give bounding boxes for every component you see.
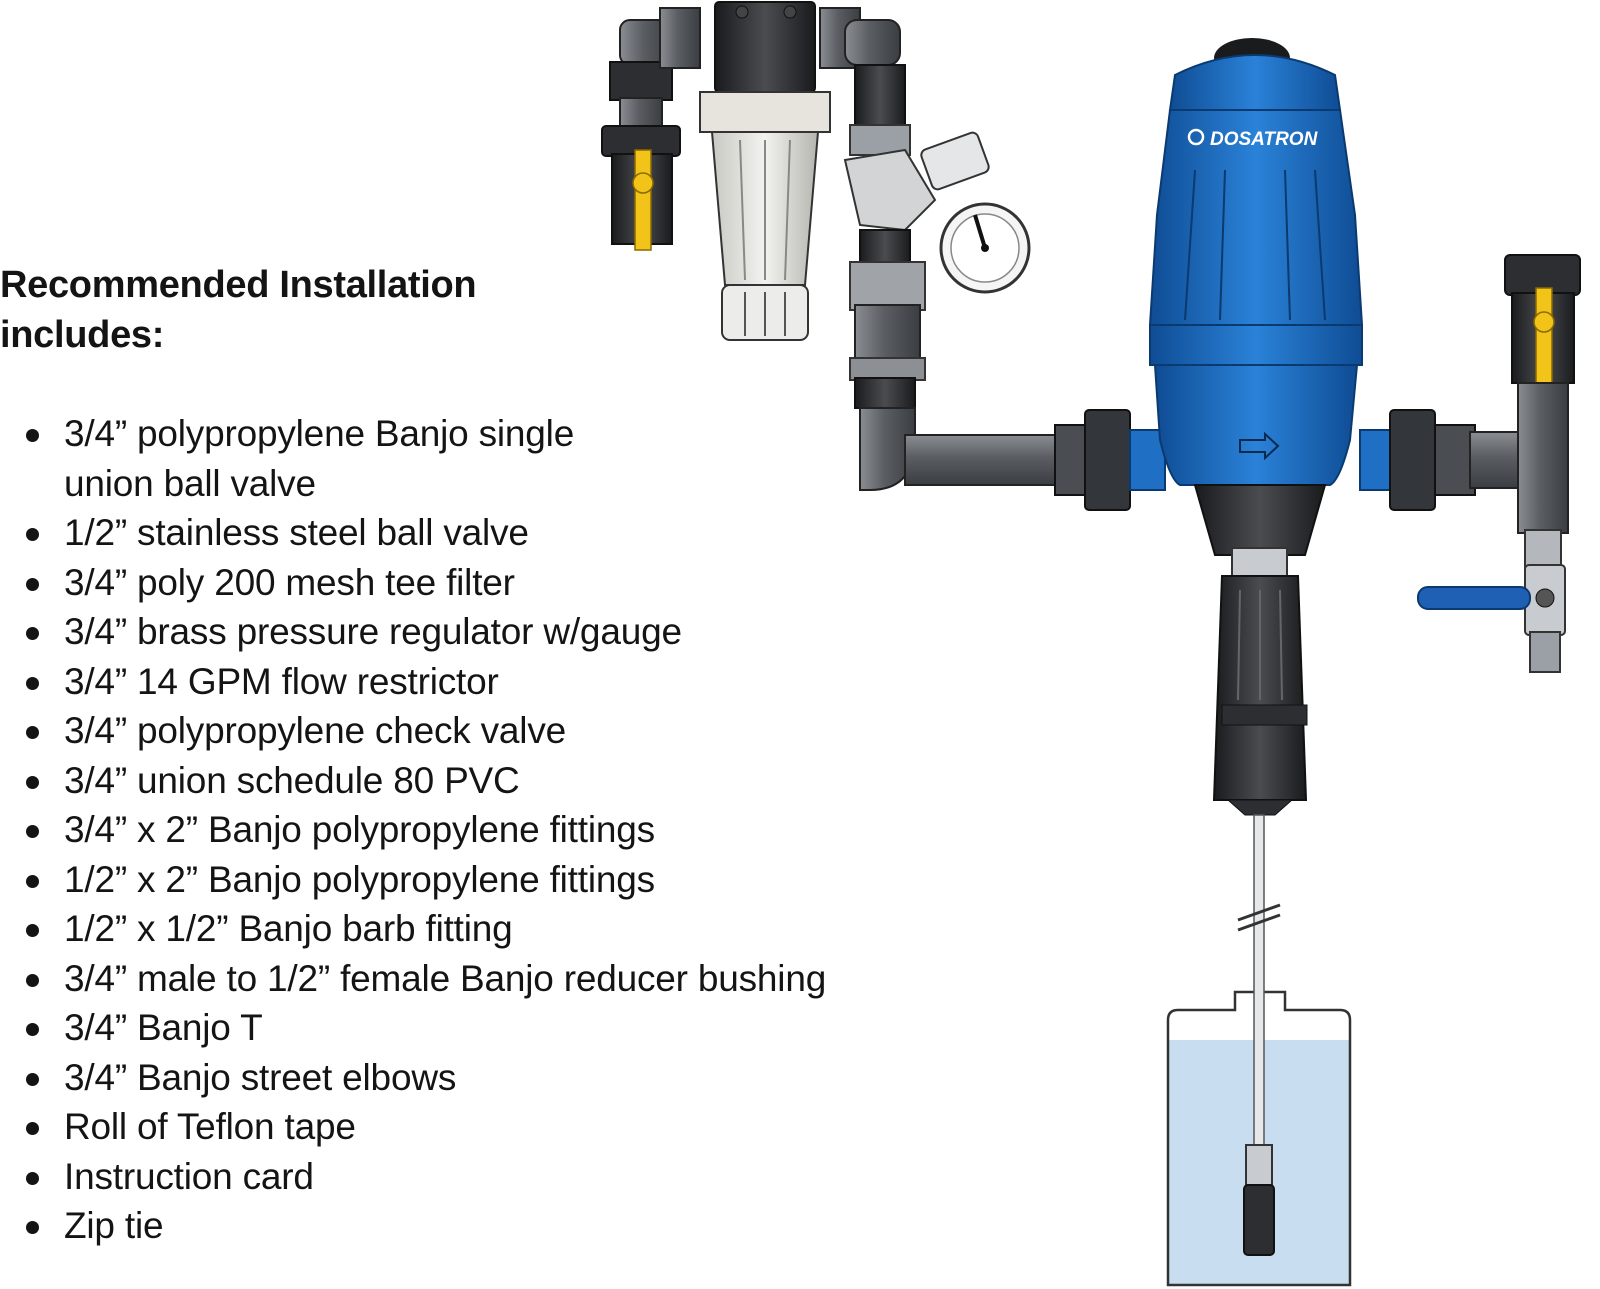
parts-list-item-text: 3/4” polypropylene check valve [64, 710, 567, 751]
suction-tube [1237, 814, 1281, 1256]
parts-list-item-text: 3/4” 14 GPM flow restrictor [64, 660, 499, 702]
main-line-left [904, 409, 1166, 511]
parts-list-item: 1/2” x 2” Banjo polypropylene fittings [0, 855, 960, 905]
parts-list-item-text: Roll of Teflon tape [64, 1106, 356, 1147]
brand-logo-icon [1187, 128, 1205, 146]
parts-list-item: 3/4” polypropylene Banjo single union bal… [0, 409, 960, 508]
parts-list-item: 3/4” Banjo street elbows [0, 1053, 960, 1103]
parts-list-item: 3/4” 14 GPM flow restrictor [0, 657, 960, 707]
barb-fitting [1529, 631, 1561, 673]
parts-list-item-text: 3/4” Banjo street elbows [64, 1056, 457, 1098]
parts-list-item-text: 3/4” x 2” Banjo polypropylene fittings [64, 809, 655, 850]
parts-list-item: 3/4” Banjo T [0, 1003, 960, 1053]
blue-handle-icon [1417, 586, 1531, 610]
union-nut [1389, 409, 1436, 511]
parts-list-item-text: 3/4” polypropylene Banjo single [64, 413, 575, 454]
parts-list-item: 3/4” union schedule 80 PVC [0, 756, 960, 806]
strainer-icon [1243, 1184, 1275, 1256]
yellow-handle-icon [634, 149, 652, 251]
check-valve [854, 377, 916, 491]
parts-list-item: 3/4” male to 1/2” female Banjo reducer b… [0, 954, 960, 1004]
dosatron-pump: DOSATRON [1148, 38, 1364, 486]
parts-list-item-text: union ball valve [64, 462, 316, 504]
parts-list-item-text: Zip tie [64, 1205, 164, 1246]
parts-list-item-text: 1/2” stainless steel ball valve [64, 512, 529, 553]
included-parts-panel: Recommended Installation includes: 3/4” … [0, 260, 960, 1251]
union-nut [1084, 409, 1131, 511]
brand-label: DOSATRON [1210, 129, 1319, 150]
parts-list-item: Instruction card [0, 1152, 960, 1202]
parts-list-item: 1/2” stainless steel ball valve [0, 508, 960, 558]
pressure-gauge [939, 202, 1031, 294]
parts-list-item-text: 3/4” brass pressure regulator w/gauge [64, 611, 682, 652]
heading: Recommended Installation includes: [0, 260, 960, 360]
dosing-unit [1193, 484, 1327, 816]
pressure-regulator [843, 64, 990, 271]
parts-list-item: 1/2” x 1/2” Banjo barb fitting [0, 904, 960, 954]
parts-list-item-text: 1/2” x 2” Banjo polypropylene fittings [64, 858, 655, 900]
parts-list-item: 3/4” poly 200 mesh tee filter [0, 558, 960, 608]
manifold-top-pipe [659, 7, 901, 69]
parts-list-item: Zip tie [0, 1201, 960, 1251]
stainless-ball-valve [1417, 564, 1566, 673]
parts-list-item: 3/4” brass pressure regulator w/gauge [0, 607, 960, 657]
outlet-ball-valve [1504, 254, 1581, 576]
parts-list-item-text: 3/4” poly 200 mesh tee filter [64, 561, 515, 603]
inlet-ball-valve [601, 19, 681, 251]
heading-line: Recommended Installation [0, 264, 477, 306]
flow-restrictor [849, 261, 926, 381]
tee-filter [699, 1, 831, 341]
parts-list-item-text: 1/2” x 1/2” Banjo barb fitting [64, 908, 513, 949]
parts-list-item-text: 3/4” male to 1/2” female Banjo reducer b… [64, 957, 827, 999]
heading-line: includes: [0, 314, 165, 356]
main-line-right [1359, 409, 1531, 511]
parts-list-item: 3/4” polypropylene check valve [0, 706, 960, 756]
parts-list-item: 3/4” x 2” Banjo polypropylene fittings [0, 805, 960, 855]
parts-list-item-text: Instruction card [64, 1155, 314, 1197]
parts-list-item: Roll of Teflon tape [0, 1102, 960, 1152]
parts-list: 3/4” polypropylene Banjo single union bal… [0, 409, 960, 1251]
yellow-handle-icon [1535, 287, 1553, 389]
flow-arrow-icon [1239, 431, 1280, 461]
parts-list-item-text: 3/4” union schedule 80 PVC [64, 759, 520, 801]
parts-list-item-text: 3/4” Banjo T [64, 1007, 263, 1048]
